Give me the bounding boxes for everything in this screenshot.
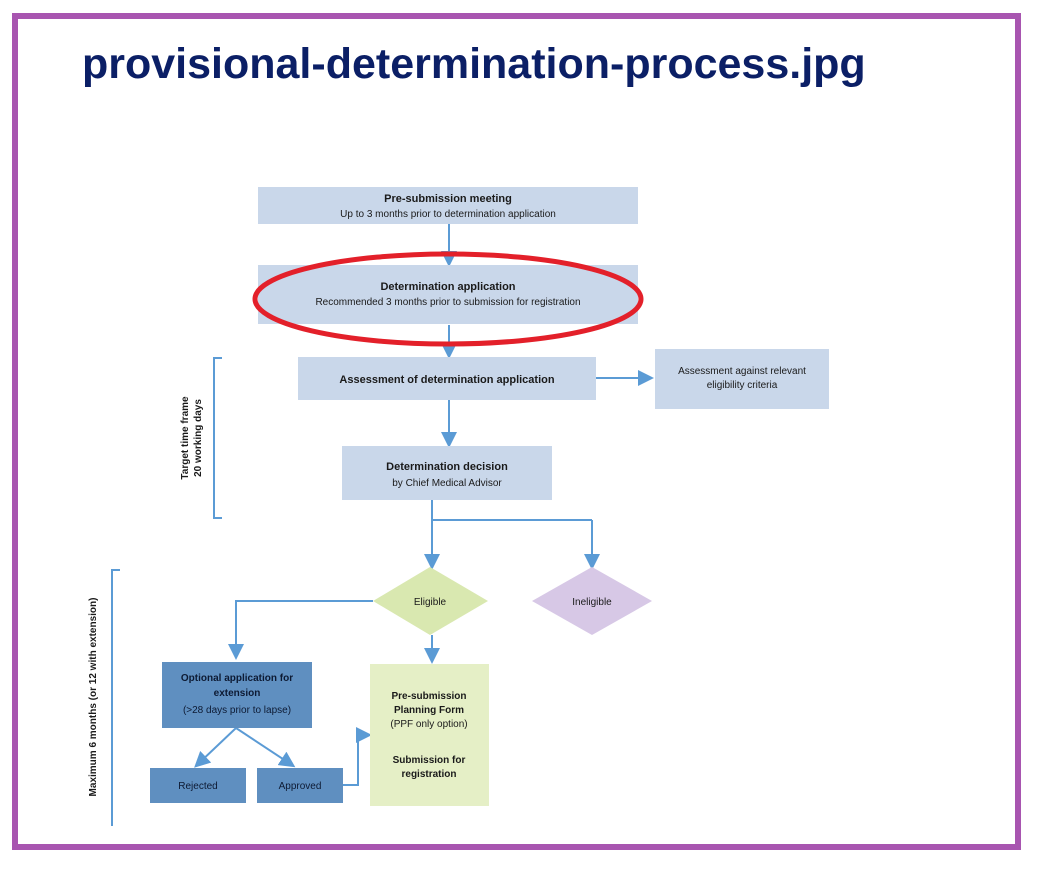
target-timeframe-line2: 20 working days bbox=[193, 399, 204, 477]
determination-decision-title: Determination decision bbox=[386, 461, 508, 473]
rejected-label: Rejected bbox=[178, 781, 217, 792]
planning-form-line3: (PPF only option) bbox=[390, 719, 467, 730]
arrow-extension-to-approved bbox=[235, 727, 296, 768]
determination-application-subtitle: Recommended 3 months prior to submission… bbox=[315, 297, 580, 308]
planning-form-line1: Pre-submission bbox=[391, 691, 466, 702]
arrow-approved-to-planning bbox=[343, 727, 372, 786]
planning-form-line4: Submission for bbox=[393, 755, 466, 766]
determination-decision-subtitle: by Chief Medical Advisor bbox=[392, 478, 502, 489]
pre-submission-meeting-title: Pre-submission meeting bbox=[384, 193, 512, 205]
maximum-duration-bracket: Maximum 6 months (or 12 with extension) bbox=[88, 569, 120, 826]
approved-box: Approved bbox=[257, 768, 343, 803]
highlight-ellipse bbox=[252, 251, 644, 347]
optional-extension-line3: (>28 days prior to lapse) bbox=[183, 705, 291, 716]
optional-extension-line2: extension bbox=[214, 688, 261, 699]
eligible-label: Eligible bbox=[414, 597, 447, 608]
ineligible-label: Ineligible bbox=[572, 597, 612, 608]
assessment-box: Assessment of determination application bbox=[298, 357, 596, 400]
eligible-diamond: Eligible bbox=[373, 567, 488, 635]
optional-extension-box: Optional application for extension (>28 … bbox=[162, 662, 312, 728]
approved-label: Approved bbox=[279, 781, 322, 792]
determination-application-title: Determination application bbox=[380, 281, 515, 293]
planning-form-box: Pre-submission Planning Form (PPF only o… bbox=[370, 664, 489, 806]
arrow-eligible-to-extension bbox=[228, 600, 373, 660]
page-title: provisional-determination-process.jpg bbox=[82, 40, 866, 88]
planning-form-line5: registration bbox=[401, 769, 456, 780]
target-timeframe-line1: Target time frame bbox=[180, 396, 191, 480]
optional-extension-line1: Optional application for bbox=[181, 673, 293, 684]
determination-decision-box: Determination decision by Chief Medical … bbox=[342, 446, 552, 500]
assessment-title: Assessment of determination application bbox=[339, 374, 554, 386]
target-timeframe-bracket: Target time frame 20 working days bbox=[180, 357, 222, 519]
flow-connectors bbox=[194, 224, 654, 786]
pre-submission-meeting-subtitle: Up to 3 months prior to determination ap… bbox=[340, 209, 556, 220]
eligibility-criteria-line2: eligibility criteria bbox=[707, 380, 778, 391]
arrow-extension-to-rejected bbox=[194, 727, 237, 768]
eligibility-criteria-box: Assessment against relevant eligibility … bbox=[655, 349, 829, 409]
rejected-box: Rejected bbox=[150, 768, 246, 803]
eligibility-criteria-line1: Assessment against relevant bbox=[678, 366, 806, 377]
connector-decision-split bbox=[431, 500, 592, 521]
pre-submission-meeting-box: Pre-submission meeting Up to 3 months pr… bbox=[258, 187, 638, 224]
ineligible-diamond: Ineligible bbox=[532, 567, 652, 635]
maximum-duration-label: Maximum 6 months (or 12 with extension) bbox=[88, 598, 99, 797]
planning-form-line2: Planning Form bbox=[394, 705, 464, 716]
determination-application-box: Determination application Recommended 3 … bbox=[258, 265, 638, 324]
